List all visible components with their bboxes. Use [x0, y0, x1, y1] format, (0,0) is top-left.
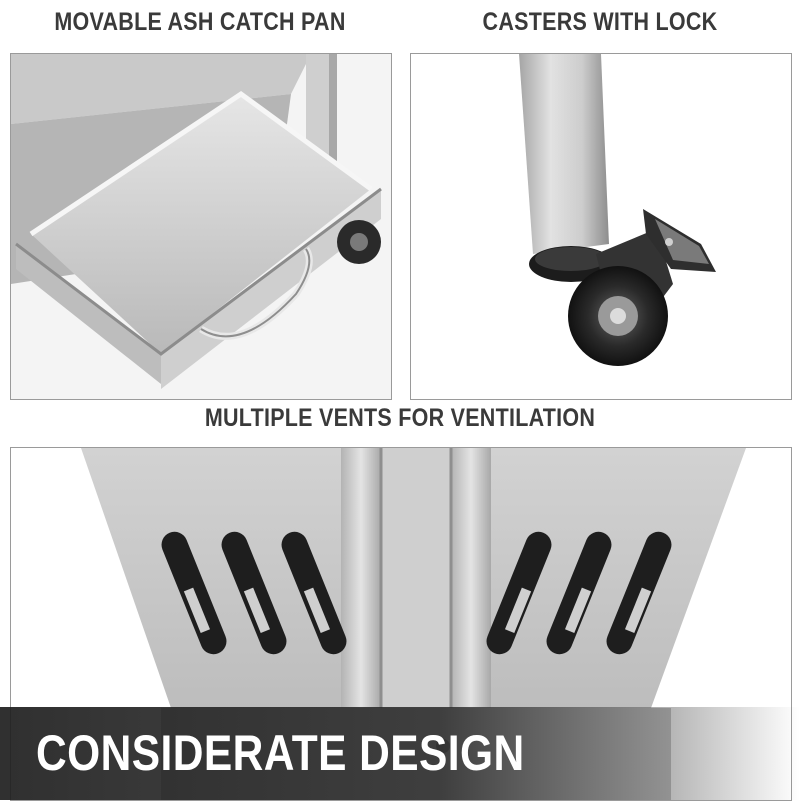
ash-pan-photo — [10, 53, 392, 400]
caption-multiple-vents: MULTIPLE VENTS FOR VENTILATION — [204, 404, 596, 432]
banner-title: CONSIDERATE DESIGN — [36, 725, 525, 781]
caption-ash-catch-pan: MOVABLE ASH CATCH PAN — [54, 8, 346, 36]
caption-casters-with-lock: CASTERS WITH LOCK — [482, 8, 718, 36]
casters-photo — [410, 53, 792, 400]
banner-background — [0, 707, 800, 800]
ash-pan-illustration — [11, 54, 391, 399]
caster-illustration — [411, 54, 791, 399]
